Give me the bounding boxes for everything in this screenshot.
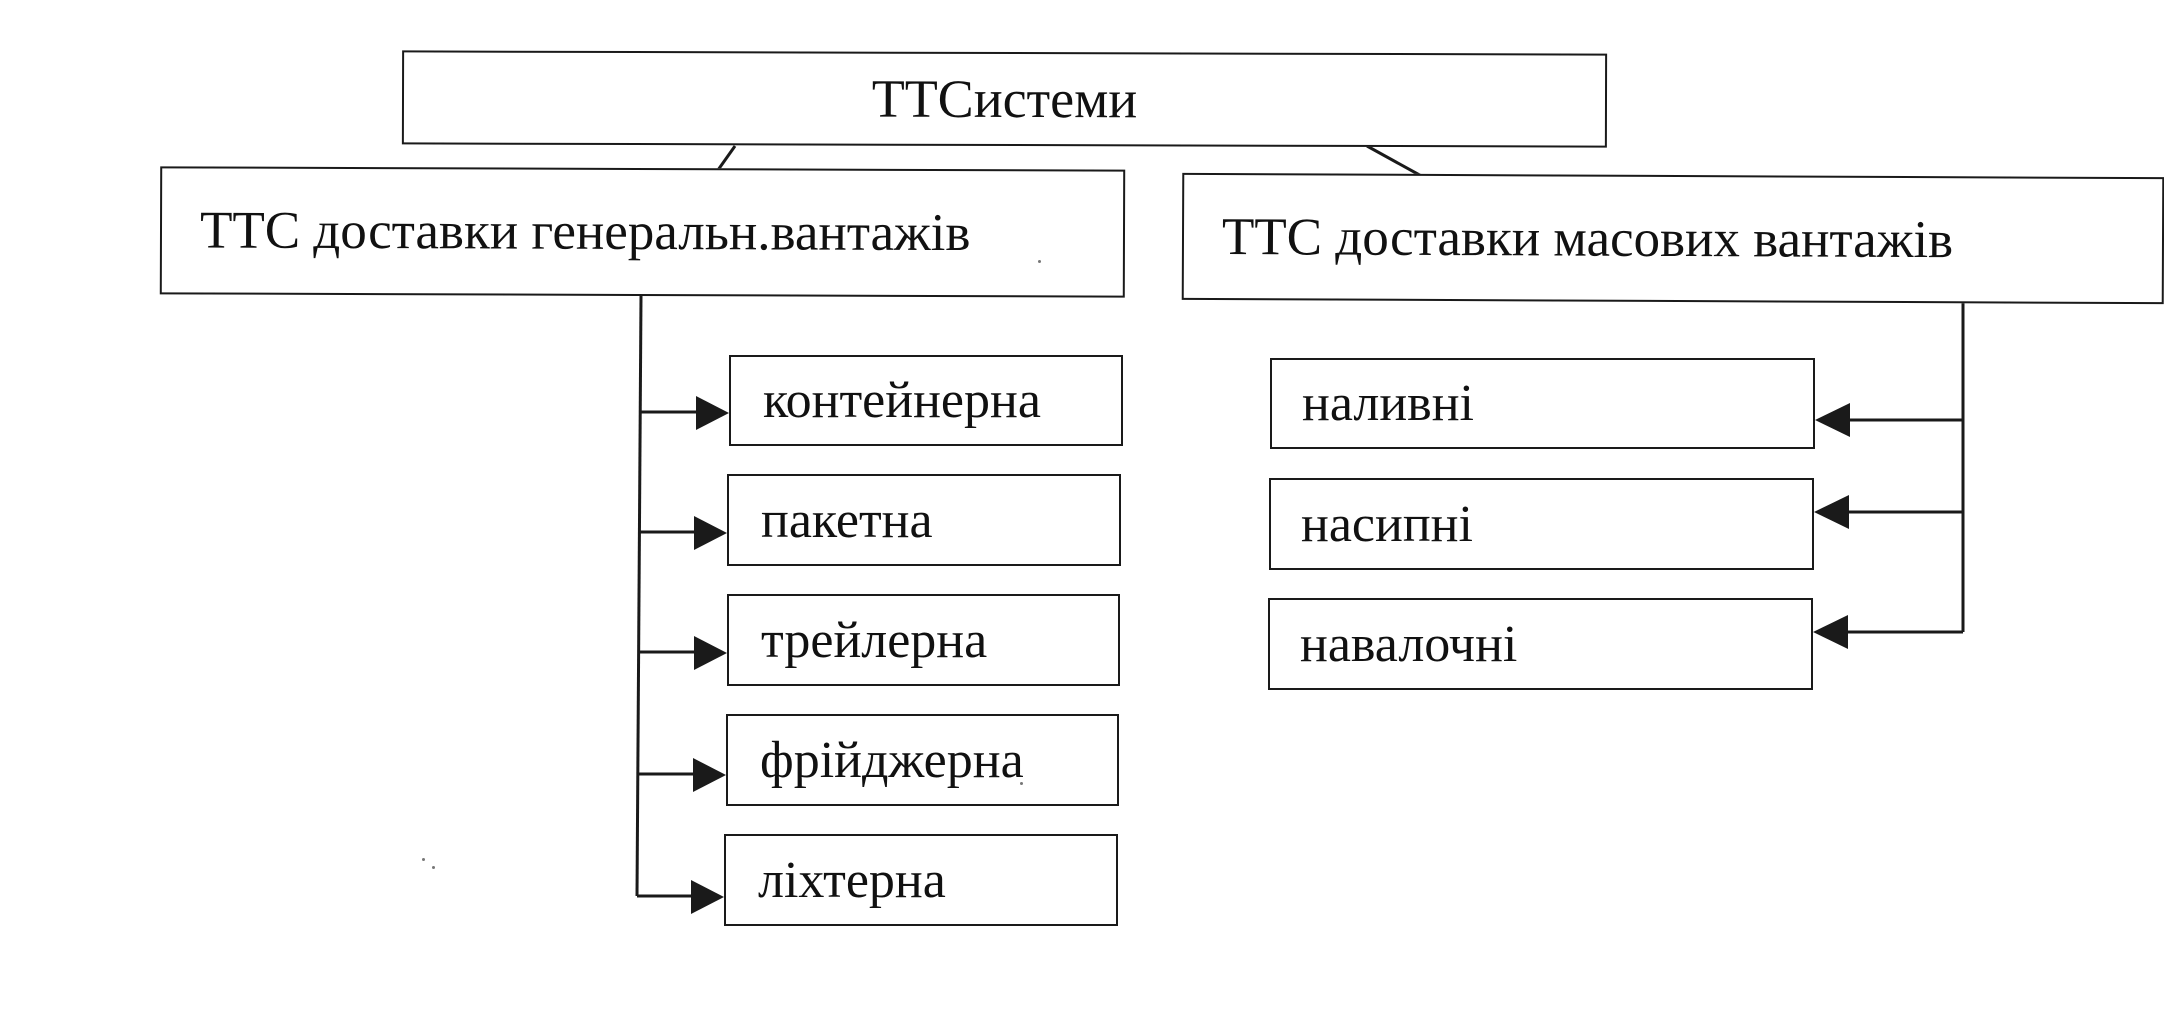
scan-speck bbox=[432, 866, 435, 869]
root-node: ТТСистеми bbox=[401, 50, 1608, 148]
bulk-item-label: навалочні bbox=[1300, 615, 1518, 673]
bulk-item-loose: навалочні bbox=[1268, 598, 1813, 690]
general-item-feeder: фрійджерна bbox=[726, 714, 1119, 806]
general-item-label: трейлерна bbox=[761, 611, 988, 669]
general-arrowhead-2 bbox=[694, 636, 727, 670]
general-item-label: фрійджерна bbox=[760, 731, 1024, 789]
scan-speck bbox=[422, 858, 425, 861]
bulk-item-label: насипні bbox=[1301, 495, 1473, 553]
general-arrowhead-4 bbox=[691, 880, 724, 914]
general-item-lighter: ліхтерна bbox=[724, 834, 1118, 926]
general-item-package: пакетна bbox=[727, 474, 1121, 566]
scan-speck bbox=[1038, 260, 1041, 263]
general-item-label: ліхтерна bbox=[758, 851, 946, 909]
general-item-trailer: трейлерна bbox=[727, 594, 1120, 686]
bulk-arrowhead-0 bbox=[1815, 403, 1850, 437]
bulk-item-label: наливні bbox=[1302, 375, 1474, 432]
general-arrowhead-1 bbox=[694, 516, 727, 550]
scan-speck bbox=[1020, 782, 1023, 785]
bulk-item-liquid: наливні bbox=[1270, 358, 1815, 449]
general-item-label: пакетна bbox=[761, 491, 933, 549]
general-arrowhead-0 bbox=[696, 396, 729, 430]
bulk-item-dry-bulk: насипні bbox=[1269, 478, 1814, 570]
general-item-label: контейнерна bbox=[763, 372, 1041, 429]
general-arrowhead-3 bbox=[693, 758, 726, 792]
bulk-cargo-node: ТТС доставки масових вантажів bbox=[1181, 172, 2164, 305]
general-item-container: контейнерна bbox=[729, 355, 1123, 446]
general-cargo-node-label: ТТС доставки генеральн.вантажів bbox=[199, 201, 971, 263]
bulk-arrowhead-1 bbox=[1814, 495, 1849, 529]
bulk-cargo-node-label: ТТС доставки масових вантажів bbox=[1221, 207, 1954, 269]
root-node-label: ТТСистеми bbox=[871, 68, 1138, 130]
general-cargo-node: ТТС доставки генеральн.вантажів bbox=[159, 166, 1126, 298]
bulk-arrowhead-2 bbox=[1813, 615, 1848, 649]
root-to-bulk-connector bbox=[1366, 144, 1426, 180]
general-trunk-line bbox=[635, 295, 643, 897]
root-to-general-connector bbox=[716, 145, 737, 171]
